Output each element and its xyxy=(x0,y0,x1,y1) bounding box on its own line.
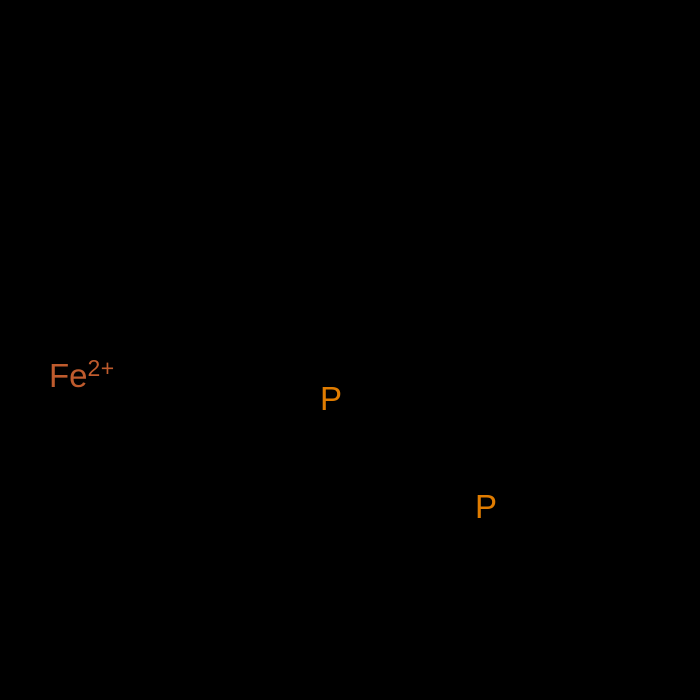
iron-element-symbol: Fe xyxy=(49,357,88,394)
atom-label-phosphorus-2: P xyxy=(475,488,498,525)
bond-group xyxy=(118,26,693,656)
atom-label-iron: Fe2+ xyxy=(49,357,115,394)
iron-charge-superscript: 2+ xyxy=(87,355,115,381)
atom-label-phosphorus-1: P xyxy=(320,380,343,417)
